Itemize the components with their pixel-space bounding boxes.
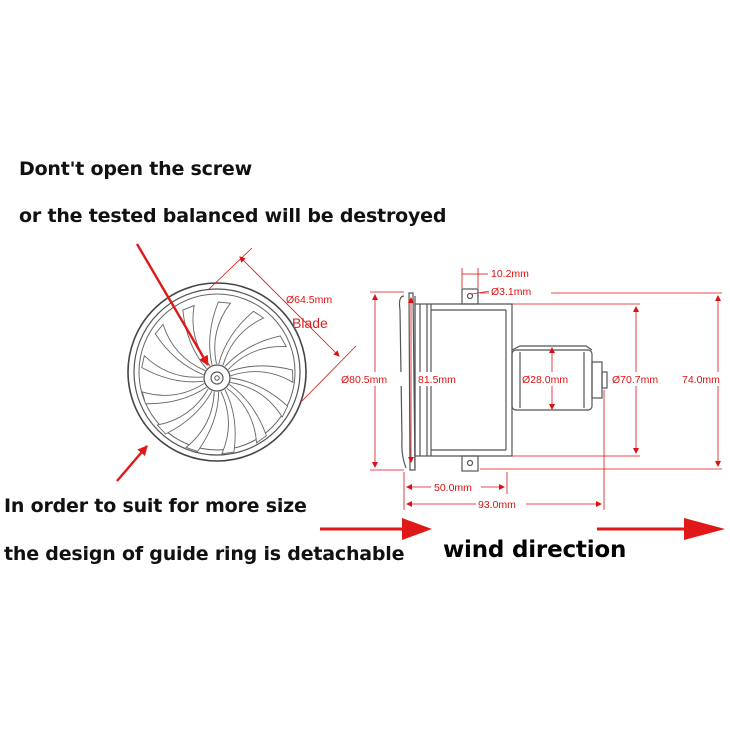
fan-blade: [154, 323, 206, 376]
tab-width-label: 10.2mm: [491, 268, 529, 280]
duct-diameter-label: 81.5mm: [418, 374, 456, 386]
wind-arrow-right: [597, 518, 725, 540]
side-dimension-labels: 10.2mm Ø3.1mm Ø80.5mm 81.5mm Ø28.0mm Ø70…: [340, 266, 727, 511]
wind-direction-label: wind direction: [443, 537, 627, 563]
screw-warning-line2: or the tested balanced will be destroyed: [19, 205, 447, 227]
screw-warning-line1: Dont't open the screw: [19, 158, 252, 180]
fan-blade: [156, 388, 213, 435]
hub-screw: [214, 375, 220, 381]
blade-diameter-label: Ø64.5mm: [286, 294, 332, 306]
lip-diameter-label: Ø80.5mm: [341, 374, 387, 386]
ring-pointer-arrow: [116, 445, 148, 482]
mount-length-label: 50.0mm: [434, 482, 472, 494]
overall-length-label: 93.0mm: [478, 499, 516, 511]
overall-height-label: 74.0mm: [682, 374, 720, 386]
guide-ring-note-line2: the design of guide ring is detachable: [4, 543, 405, 565]
fan-blade: [141, 383, 207, 405]
motor-diameter-label: Ø28.0mm: [522, 374, 568, 386]
fan-blade: [226, 384, 267, 444]
front-view: [127, 282, 307, 462]
side-dimensions: [370, 268, 722, 510]
guide-ring: [133, 288, 301, 456]
hole-label: Ø3.1mm: [491, 286, 532, 298]
fan-blade: [141, 354, 204, 383]
outer-lip-ring: [127, 282, 307, 462]
guide-ring-note-line1: In order to suit for more size: [4, 495, 307, 517]
blade-label: Blade: [292, 315, 328, 331]
fan-blade: [185, 391, 220, 452]
fan-blade: [209, 301, 232, 366]
rear-diameter-label: Ø70.7mm: [612, 374, 658, 386]
fan-blade: [230, 377, 289, 418]
wind-arrow-left: [320, 518, 432, 540]
fan-blade: [220, 389, 236, 455]
screw-pointer-arrow: [135, 243, 210, 366]
fan-blade: [229, 365, 294, 384]
blade-diameter-dim: Ø64.5mm Blade: [207, 247, 357, 402]
duct-inner: [138, 293, 296, 451]
